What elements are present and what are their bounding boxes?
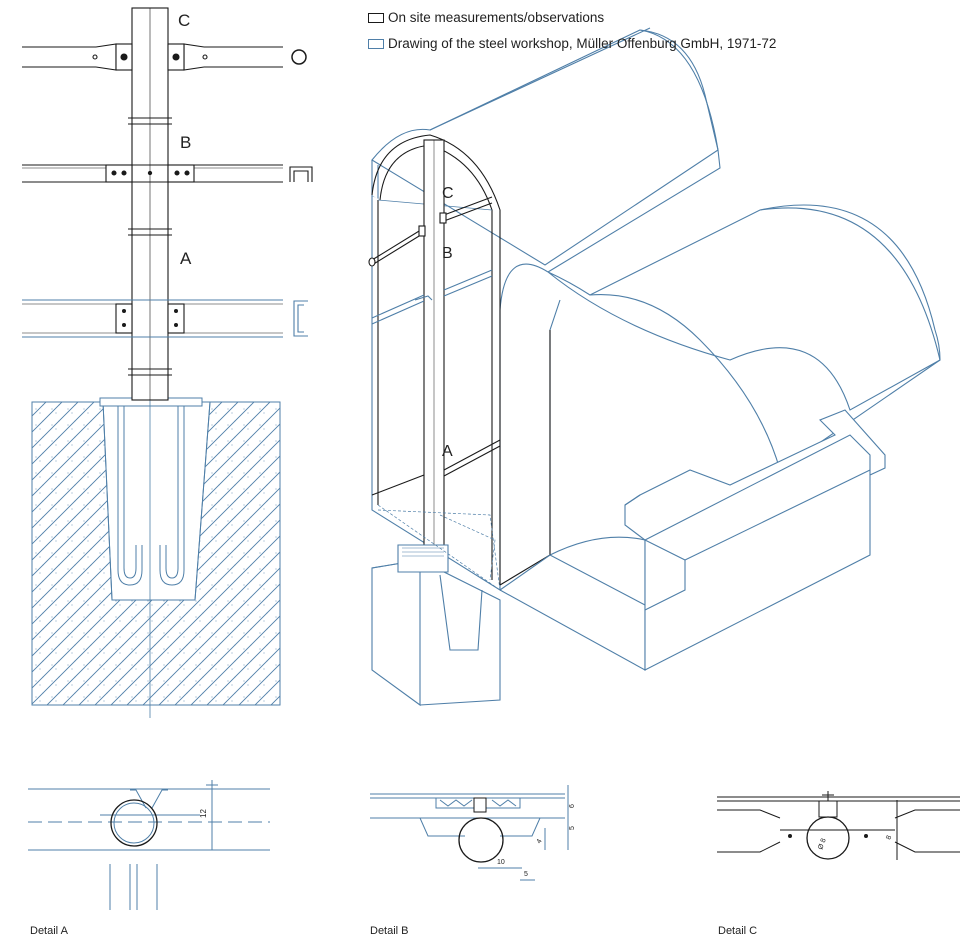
detail-a-caption: Detail A [30,925,68,937]
elevation-label-b: B [180,133,191,152]
detail-c-dim-2: 8 [885,835,893,841]
beam-c [22,43,307,71]
legend-swatch-workshop [368,38,384,49]
detail-b-caption: Detail B [370,925,409,937]
column-elevation: C B A [22,7,313,718]
roof-barrel-front [547,204,941,471]
hut-side-wall [499,299,646,671]
foundation-block [31,397,281,718]
elevation-label-c: C [178,11,190,30]
detail-b-dim-4: 10 [497,859,505,866]
elevation-label-a: A [180,249,192,268]
legend-swatch-site [368,12,384,23]
roof-barrel-rear [371,27,721,273]
beam-a [22,299,308,338]
legend-item-workshop: Drawing of the steel workshop, Müller Of… [368,36,776,51]
legend-label-site: On site measurements/observations [388,10,605,25]
detail-b: 6 5 4 10 5 [370,785,576,881]
legend-label-workshop: Drawing of the steel workshop, Müller Of… [388,36,777,51]
steel-column [128,7,172,401]
detail-c-dim-1: Ø 8 [817,838,827,851]
legend-item-site: On site measurements/observations [368,10,604,25]
detail-a-dimension: 12 [199,809,208,818]
axo-label-c: C [442,185,454,202]
detail-a: 12 [28,780,270,910]
detail-b-dim-5: 5 [524,871,528,878]
axo-label-a: A [442,443,453,460]
detail-b-dim-2: 5 [569,826,576,830]
axonometric-view: C B A [368,27,941,707]
detail-c: Ø 8 8 [717,791,960,860]
detail-b-dim-3: 4 [536,838,544,845]
detail-c-caption: Detail C [718,925,758,937]
hut-foundation [371,504,501,707]
hut-front-bench [624,409,886,671]
hut-front-frame [368,134,549,591]
beam-b [22,164,313,183]
axo-label-b: B [442,245,453,262]
detail-b-dim-1: 6 [569,804,576,808]
